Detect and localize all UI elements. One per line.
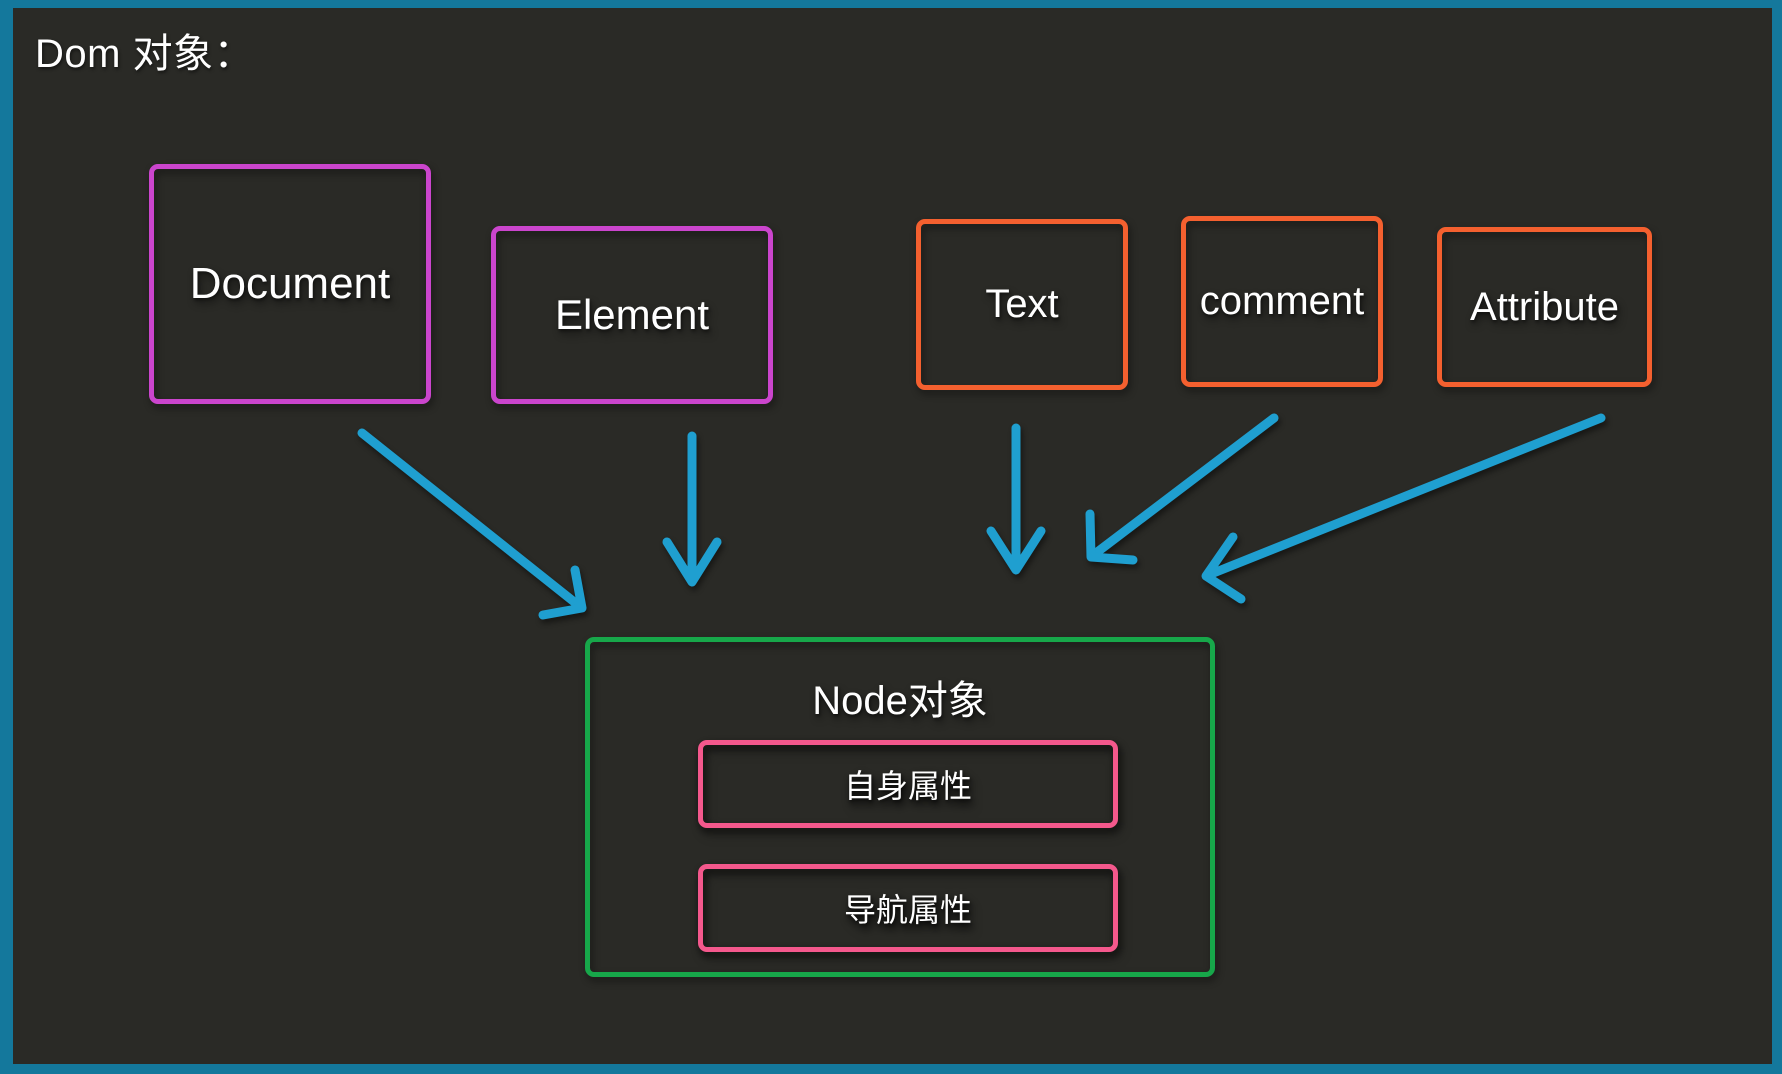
navigation-properties-label: 导航属性 <box>843 892 972 928</box>
arrow-text-to-node-object <box>986 423 1046 575</box>
page-title: Dom 对象： <box>35 32 255 76</box>
self-properties-box[interactable]: 自身属性 <box>698 740 1118 828</box>
arrow-comment-to-node-object <box>1085 413 1279 565</box>
node-object-box[interactable]: Node对象 自身属性 导航属性 <box>585 637 1215 977</box>
node-box-attribute-label: Attribute <box>1470 284 1619 329</box>
self-properties-label: 自身属性 <box>843 768 972 804</box>
node-box-document[interactable]: Document <box>149 164 431 404</box>
navigation-properties-box[interactable]: 导航属性 <box>698 864 1118 952</box>
node-box-attribute[interactable]: Attribute <box>1437 227 1652 387</box>
node-object-title: Node对象 <box>812 679 988 723</box>
node-box-text[interactable]: Text <box>916 219 1128 390</box>
arrow-attribute-to-node-object <box>1201 413 1606 604</box>
slide-canvas: Dom 对象： Document Element Text comment At… <box>13 8 1772 1064</box>
node-box-comment-label: comment <box>1199 279 1365 323</box>
arrow-document-to-node-object <box>357 428 587 620</box>
node-box-text-label: Text <box>985 282 1059 326</box>
node-box-element-label: Element <box>554 291 710 338</box>
arrow-element-to-node-object <box>662 431 722 587</box>
node-box-element[interactable]: Element <box>491 226 773 404</box>
node-box-document-label: Document <box>189 259 391 308</box>
node-box-comment[interactable]: comment <box>1181 216 1383 387</box>
